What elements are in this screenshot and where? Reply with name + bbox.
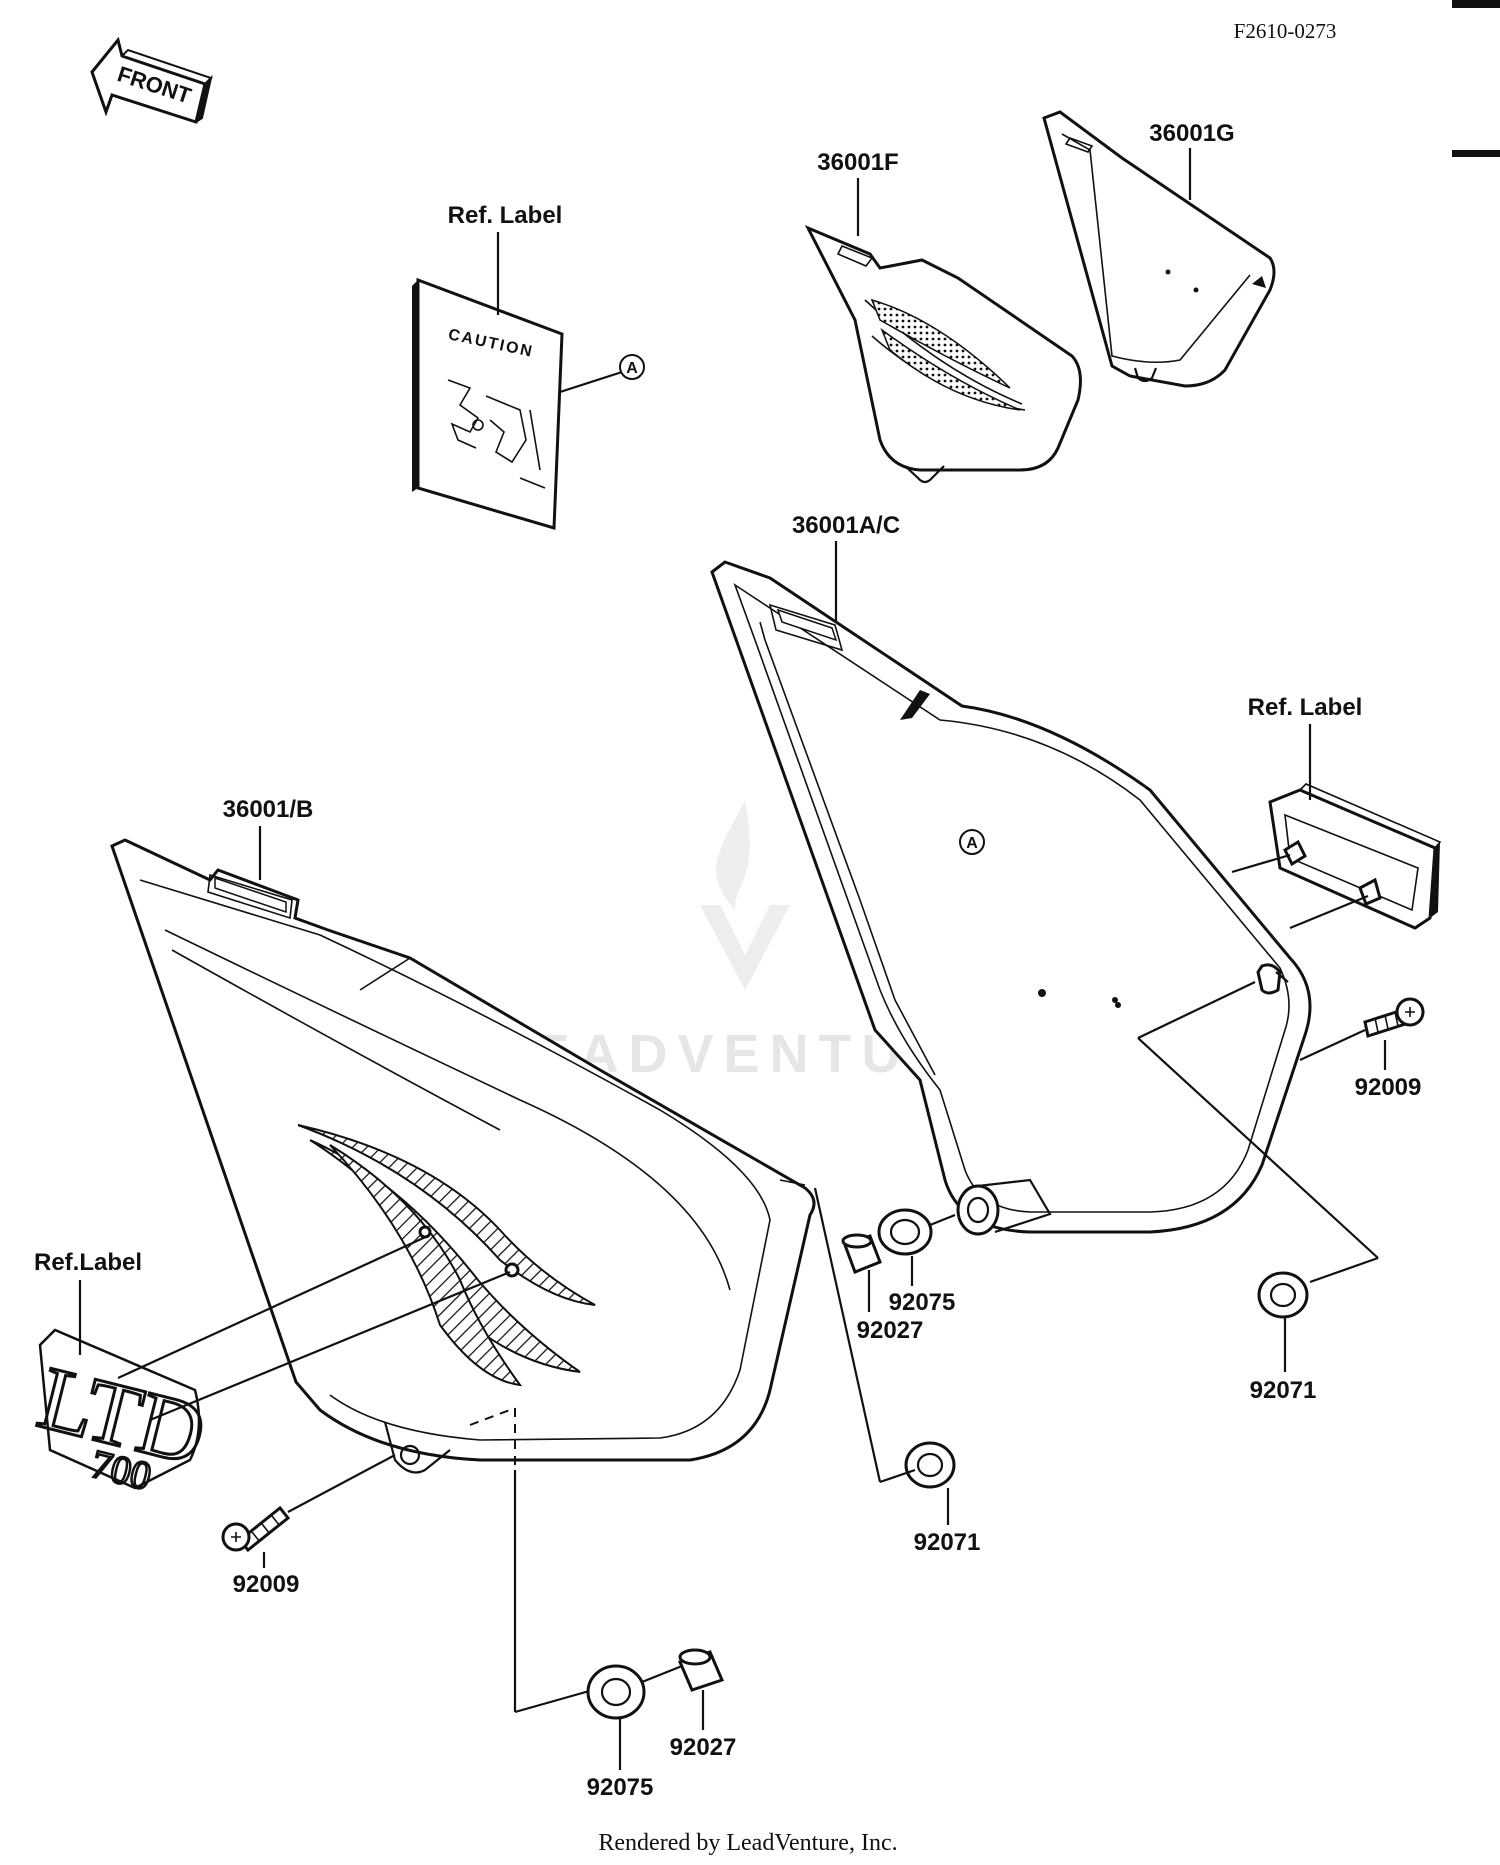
part-number-92075-mid: 92075 [889,1289,956,1316]
leader-line [1289,894,1369,930]
leader-line [117,1234,431,1379]
part-number-36001F: 36001F [817,149,898,176]
part-number-36001AC: 36001A/C [792,512,900,539]
v-logo-icon [700,905,790,990]
caution-label-part: CAUTION [412,277,564,530]
screw-92009-right [1363,997,1425,1038]
leader-line [287,1454,396,1513]
ref-label-right-callout: Ref. Label [1248,694,1363,721]
front-arrow-icon: FRONT [90,36,213,124]
part-number-36001B: 36001/B [223,796,314,823]
collar-92027-mid [841,1233,882,1274]
collar-92027-bottom [677,1648,725,1692]
leader-line [1309,1256,1379,1284]
ref-label-right-part [1268,783,1442,930]
leader-line [149,1270,511,1422]
leader-line [1137,981,1256,1039]
grommet-92071-mid [904,1441,956,1489]
side-cover-36001AC [710,560,1312,1236]
callout-a-marker: A [959,829,985,855]
part-number-92075-bottom: 92075 [587,1774,654,1801]
leader-line [1137,1037,1379,1259]
side-cover-36001F [804,225,1082,484]
part-number-92027-bottom: 92027 [670,1734,737,1761]
grommet-92075-bottom [586,1664,683,1720]
callout-a-text: A [626,360,638,377]
part-number-92071-right: 92071 [1250,1377,1317,1404]
page-edge-mark-top [1452,0,1500,8]
flame-logo-icon [716,800,750,910]
callout-a-text: A [966,835,978,852]
part-number-36001G: 36001G [1149,120,1234,147]
side-cover-36001G [1042,110,1276,388]
leader-line [514,1686,601,1714]
footer-credit: Rendered by LeadVenture, Inc. [598,1830,897,1856]
grommet-post [956,1178,1052,1236]
leader-line [879,1468,916,1484]
leader-line [813,1187,882,1483]
ref-label-left-callout: Ref.Label [34,1249,142,1276]
part-number-92027-mid: 92027 [857,1317,924,1344]
figure-code: F2610-0273 [1234,19,1337,43]
part-number-92009-left: 92009 [233,1571,300,1598]
grommet-92071-right [1257,1271,1309,1319]
callout-a-marker: A [559,354,645,394]
side-cover-36001B [110,838,816,1474]
leader-line [1299,1029,1366,1061]
part-number-92071-mid: 92071 [914,1529,981,1556]
ltd-emblem-part: LTD 700 [28,1328,216,1500]
screw-92009-left [221,1505,291,1553]
page-edge-mark [1452,150,1500,157]
part-number-92009-right: 92009 [1355,1074,1422,1101]
leader-line [1231,853,1291,874]
alignment-dashed-line [469,1407,516,1426]
ref-label-caution-callout: Ref. Label [448,202,563,229]
grommet-92075-mid [877,1208,956,1256]
